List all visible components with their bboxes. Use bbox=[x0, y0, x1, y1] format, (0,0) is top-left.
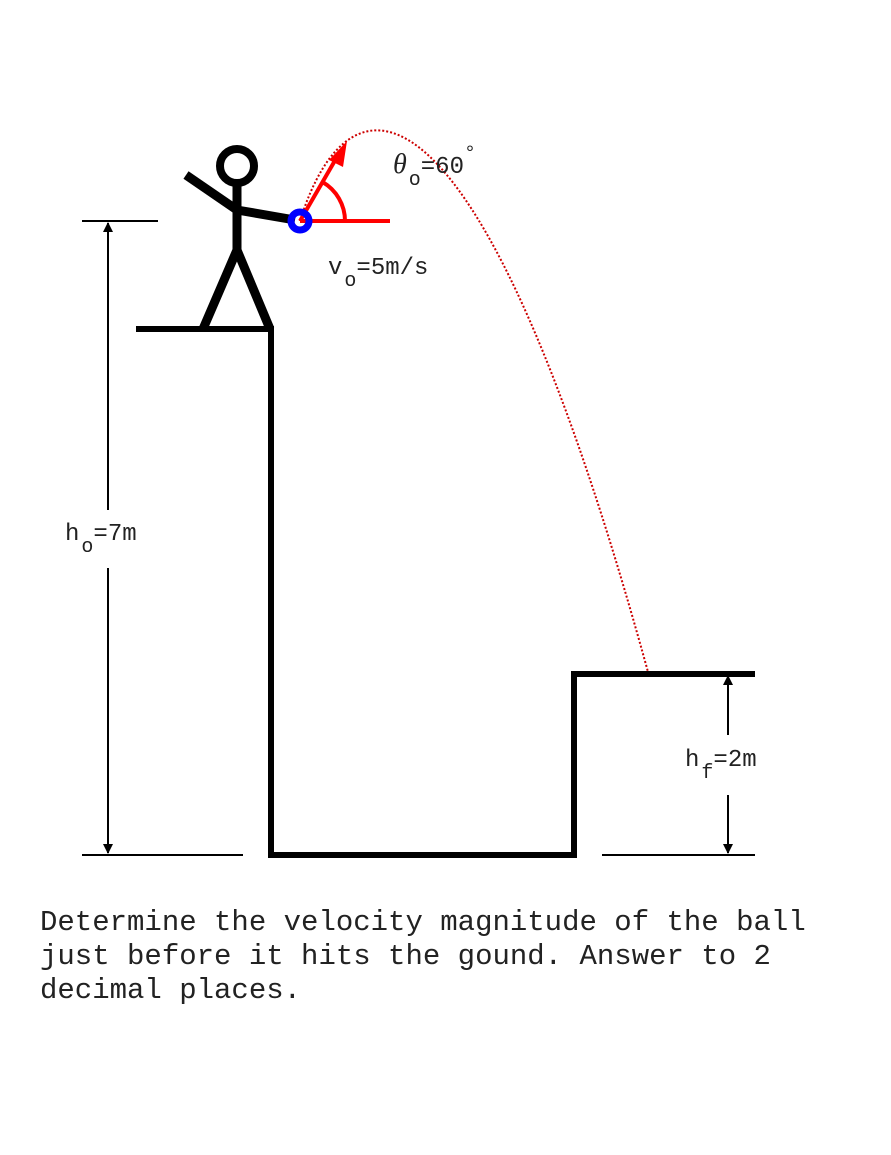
cliff-top-and-wall bbox=[136, 326, 755, 858]
raised-arm bbox=[183, 171, 240, 214]
question-text: Determine the velocity magnitude of the … bbox=[40, 906, 824, 1007]
terrain bbox=[136, 326, 755, 858]
stick-figure-person bbox=[183, 145, 296, 331]
throwing-arm bbox=[236, 205, 296, 225]
angle-arc bbox=[321, 180, 348, 222]
legs bbox=[198, 238, 275, 331]
launch-vector bbox=[298, 155, 390, 223]
velocity-arrowhead-icon bbox=[329, 141, 347, 167]
launch-angle-label: θo=60° bbox=[393, 143, 476, 192]
reference-lines bbox=[82, 220, 755, 856]
head bbox=[216, 145, 258, 187]
ball bbox=[287, 208, 313, 234]
ball-trajectory bbox=[299, 129, 649, 673]
